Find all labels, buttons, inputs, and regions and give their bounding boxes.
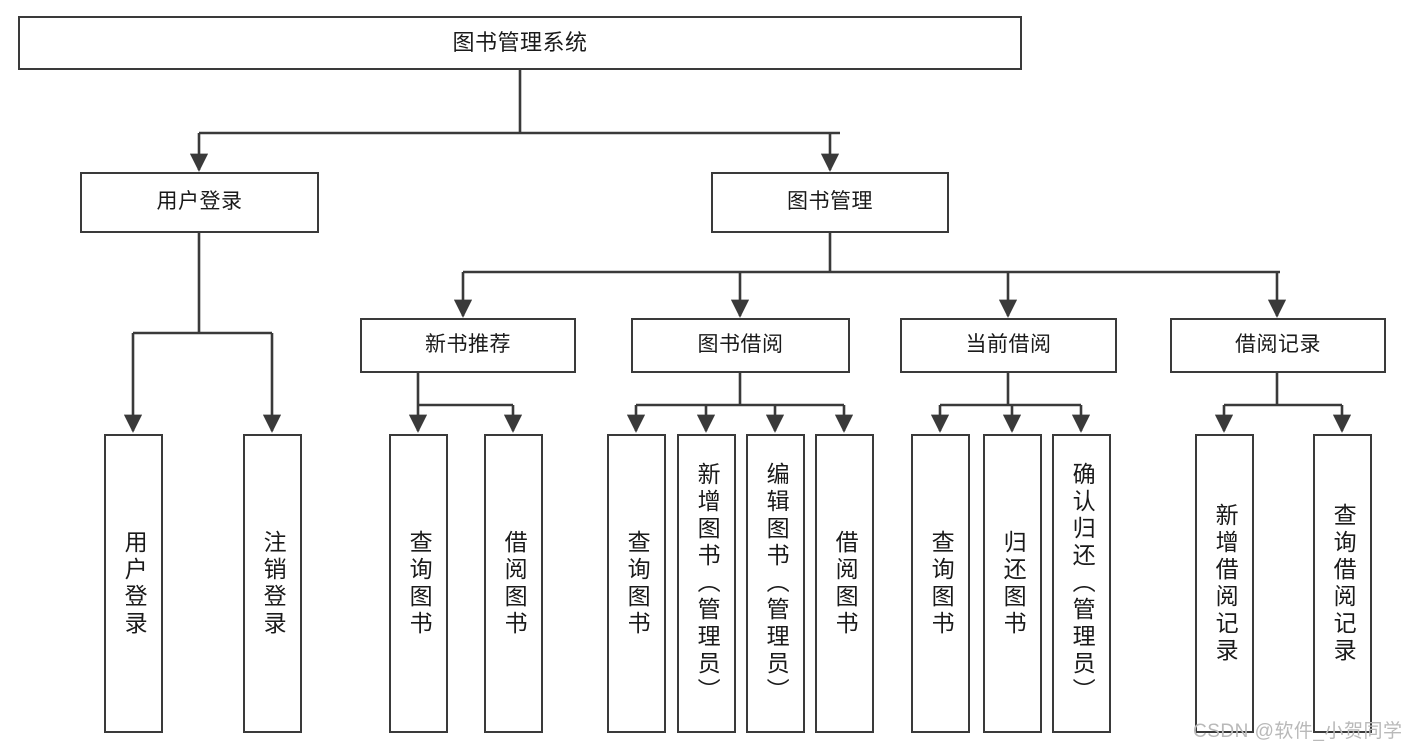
node-label: 新书推荐	[425, 333, 511, 357]
node-label: 图书管理	[787, 190, 873, 214]
node-label: 用户登录	[121, 529, 148, 638]
node-leaf-query-book-recommendation[interactable]: 查询图书	[389, 434, 448, 733]
node-leaf-query-book-current[interactable]: 查询图书	[911, 434, 970, 733]
node-label: 图书管理系统	[452, 30, 588, 56]
node-leaf-user-login[interactable]: 用户登录	[104, 434, 163, 733]
node-label: 当前借阅	[965, 333, 1052, 357]
node-leaf-query-borrow-record[interactable]: 查询借阅记录	[1313, 434, 1372, 733]
node-leaf-borrow-book[interactable]: 借阅图书	[815, 434, 874, 733]
node-leaf-confirm-return-admin[interactable]: 确认归还（管理员）	[1052, 434, 1111, 733]
node-label: 用户登录	[156, 190, 243, 214]
node-label: 借阅记录	[1235, 333, 1321, 357]
node-label: 查询图书	[928, 529, 955, 638]
node-label: 图书借阅	[697, 333, 784, 357]
node-borrowing-record[interactable]: 借阅记录	[1170, 318, 1386, 373]
node-label: 注销登录	[260, 529, 287, 638]
node-leaf-logout-login[interactable]: 注销登录	[243, 434, 302, 733]
node-leaf-borrow-book-recommendation[interactable]: 借阅图书	[484, 434, 543, 733]
node-new-book-recommendation[interactable]: 新书推荐	[360, 318, 576, 373]
node-leaf-add-book-admin[interactable]: 新增图书（管理员）	[677, 434, 736, 733]
node-leaf-edit-book-admin[interactable]: 编辑图书（管理员）	[746, 434, 805, 733]
node-current-borrowing[interactable]: 当前借阅	[900, 318, 1117, 373]
node-label: 编辑图书（管理员）	[763, 462, 790, 705]
node-root-book-management-system[interactable]: 图书管理系统	[18, 16, 1022, 70]
node-leaf-add-borrow-record[interactable]: 新增借阅记录	[1195, 434, 1254, 733]
node-label: 新增图书（管理员）	[694, 462, 721, 705]
node-label: 新增借阅记录	[1212, 502, 1239, 665]
node-label: 查询借阅记录	[1330, 502, 1357, 665]
node-user-login[interactable]: 用户登录	[80, 172, 319, 233]
watermark-csdn: CSDN @软件_小贺同学	[1193, 721, 1403, 742]
node-label: 查询图书	[406, 529, 433, 638]
node-book-management[interactable]: 图书管理	[711, 172, 949, 233]
node-leaf-query-book-borrowing[interactable]: 查询图书	[607, 434, 666, 733]
node-label: 归还图书	[1000, 529, 1027, 638]
node-leaf-return-book[interactable]: 归还图书	[983, 434, 1042, 733]
node-label: 确认归还（管理员）	[1069, 462, 1096, 705]
node-book-borrowing[interactable]: 图书借阅	[631, 318, 850, 373]
node-label: 借阅图书	[501, 529, 528, 638]
node-label: 查询图书	[624, 529, 651, 638]
node-label: 借阅图书	[832, 529, 859, 638]
